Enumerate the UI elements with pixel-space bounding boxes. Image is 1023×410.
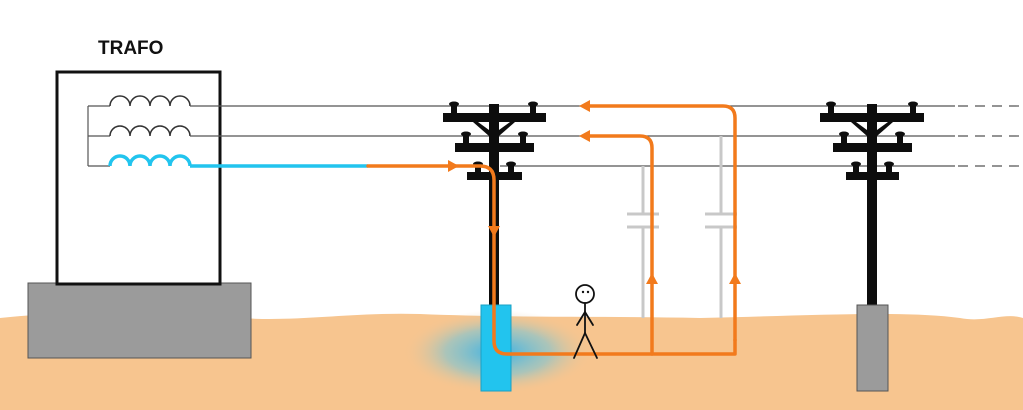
line-capacitance-2 <box>705 136 737 318</box>
title: TRAFO <box>98 38 163 59</box>
arrow-left-icon <box>579 130 590 142</box>
arrow-left-icon <box>579 100 590 112</box>
fault-current-path <box>366 104 737 356</box>
line-capacitance-1 <box>627 166 659 318</box>
pole-2-foundation <box>856 304 889 392</box>
arrow-right-icon <box>448 160 459 172</box>
arrow-down-icon <box>488 226 500 237</box>
arrow-up-icon <box>646 273 658 284</box>
transformer-housing <box>55 70 222 286</box>
transformer-coil-phase-2 <box>109 125 191 137</box>
transformer-coil-phase-3 <box>108 154 192 167</box>
person-icon <box>573 284 598 359</box>
transformer-base <box>27 282 252 359</box>
pole-1-foundation <box>480 304 512 392</box>
utility-pole-2 <box>820 101 924 310</box>
arrow-up-icon <box>729 273 741 284</box>
current-arrows <box>448 100 741 284</box>
transformer-coil-phase-1 <box>109 95 191 107</box>
